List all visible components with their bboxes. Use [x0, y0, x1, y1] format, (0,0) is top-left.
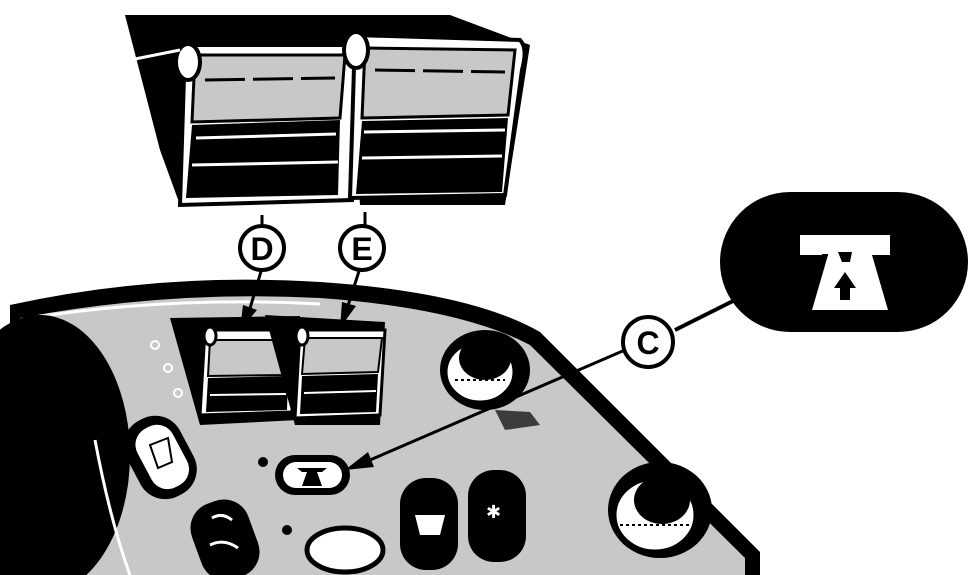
defrost-icon: ✱: [486, 502, 501, 523]
rotary-knob-lower[interactable]: [608, 462, 712, 558]
fan-icon: [415, 515, 445, 535]
highway-road-arrow-icon-small: [297, 468, 327, 486]
wiper-rocker-button[interactable]: [183, 492, 267, 575]
dashboard-panel: ✱: [0, 279, 760, 575]
highway-button[interactable]: [275, 455, 350, 495]
callout-e: E: [338, 224, 386, 272]
callout-d: D: [238, 224, 286, 272]
wiper-icon: [209, 513, 239, 550]
panel-switch-e[interactable]: [265, 315, 387, 425]
callout-c-label: C: [636, 325, 659, 361]
rotary-knob-upper[interactable]: [440, 330, 530, 410]
oval-button[interactable]: [304, 525, 386, 575]
callout-c: C: [621, 315, 675, 369]
callout-d-label: D: [250, 231, 273, 267]
enlarged-switches-detail: [125, 15, 530, 208]
leader-lines: [240, 212, 736, 470]
highway-symbol-enlarged: [720, 192, 968, 332]
mirror-heat-icon: [148, 436, 174, 470]
switch-e-enlarged: [342, 30, 527, 201]
panel-switch-d[interactable]: [170, 316, 300, 425]
steering-column: [0, 315, 130, 575]
fan-rocker-buttons[interactable]: ✱: [400, 470, 526, 570]
mirror-rocker-button[interactable]: [114, 406, 207, 509]
callout-e-label: E: [351, 231, 372, 267]
